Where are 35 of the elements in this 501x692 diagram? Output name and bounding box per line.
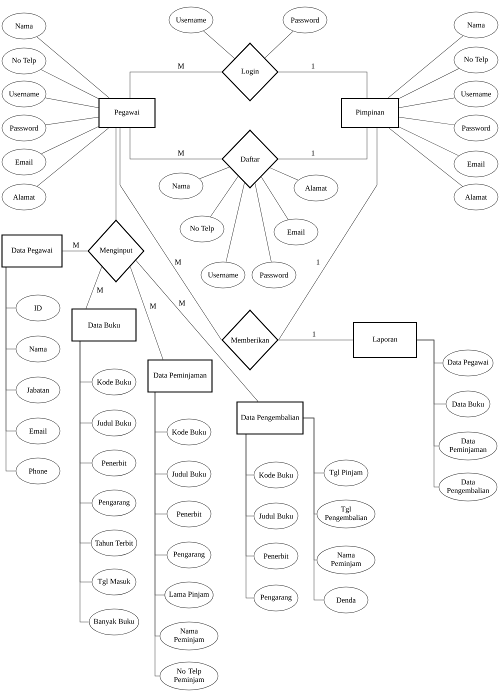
connector-line [130, 128, 222, 160]
connector-line [388, 36, 464, 98]
connector-line [226, 182, 245, 262]
connector-line [388, 128, 463, 187]
connector-line [36, 36, 110, 98]
connector-line [398, 98, 455, 108]
connector-line [80, 341, 90, 622]
connector-line [270, 168, 298, 180]
connector-line [398, 68, 460, 99]
connector-line [398, 116, 455, 126]
connector-line [303, 418, 324, 600]
connector-line [261, 176, 288, 220]
connector-line [40, 69, 99, 99]
connector-line [210, 176, 238, 217]
connector-line [86, 266, 102, 309]
connector-line [41, 126, 99, 154]
connector-line [246, 434, 254, 598]
connector-line [45, 98, 99, 108]
connector-line [6, 267, 16, 472]
connector-line [120, 128, 222, 340]
connector-line [278, 128, 378, 340]
connector-line [203, 30, 235, 59]
connector-line [278, 72, 368, 98]
connector-line [254, 183, 272, 262]
connector-line [130, 72, 222, 98]
connector-line [36, 128, 109, 187]
connector-line [62, 250, 88, 252]
connector-line [199, 166, 230, 179]
connector-line [45, 116, 99, 126]
connector-line [130, 266, 164, 360]
connector-line [136, 260, 258, 402]
connector-line [416, 340, 439, 488]
connector-line [278, 128, 368, 160]
connector-line [398, 126, 459, 156]
connector-line [264, 30, 294, 58]
